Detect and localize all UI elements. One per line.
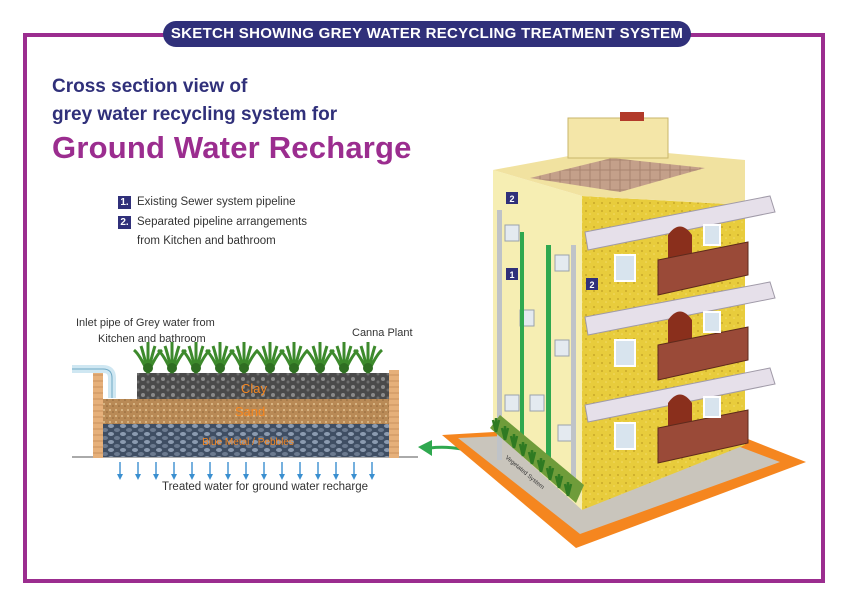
clay-layer <box>137 373 389 399</box>
eave-1 <box>584 195 776 251</box>
pipe-green-2 <box>520 232 524 452</box>
legend-item-2: 2. Separated pipeline arrangements <box>118 216 307 229</box>
roof-tiles <box>530 158 705 192</box>
legend-badge-1: 1. <box>118 196 131 209</box>
recharge-arrow-head <box>333 474 339 480</box>
pipe-badge-2-top-text: 2 <box>509 194 514 204</box>
pipe-badge-2-top <box>506 192 518 204</box>
bed-plant <box>554 474 564 489</box>
side-window <box>504 224 520 242</box>
window <box>703 311 721 333</box>
recharge-arrow-head <box>207 474 213 480</box>
side-window <box>529 394 545 412</box>
pipe-grey-2 <box>571 245 576 485</box>
left-windows <box>504 224 573 442</box>
window <box>703 396 721 418</box>
recharge-arrow-head <box>297 474 303 480</box>
pipe-badge-1 <box>506 268 518 280</box>
recharge-arrow-head <box>315 474 321 480</box>
recharge-arrow-head <box>261 474 267 480</box>
recharge-arrow-head <box>171 474 177 480</box>
inlet-pipe-outline <box>72 368 113 398</box>
inlet-pipe <box>72 365 116 398</box>
canna-base <box>167 363 177 373</box>
canna-base <box>363 363 373 373</box>
canna-base <box>191 363 201 373</box>
recharge-arrow-head <box>243 474 249 480</box>
canna-base <box>265 363 275 373</box>
legend-text-2: Separated pipeline arrangements <box>137 216 308 228</box>
pipe-badge-2-right <box>586 278 598 290</box>
heading-line2: grey water recycling system for <box>52 104 338 125</box>
left-wall <box>93 370 103 458</box>
layer-label-sand: Sand <box>235 404 265 419</box>
side-window <box>504 394 520 412</box>
cross-section: Clay Sand Blue Metal / Pebbles Inlet pip… <box>72 317 418 493</box>
pipe-badge-1-text: 1 <box>509 270 514 280</box>
recharge-arrow-head <box>153 474 159 480</box>
window <box>614 339 636 367</box>
canna-base <box>215 363 225 373</box>
pipe-green <box>546 245 551 467</box>
bed-plant <box>518 442 528 457</box>
plant-label: Canna Plant <box>352 327 413 339</box>
bed-plants <box>491 418 573 497</box>
canna-base <box>289 363 299 373</box>
sand-layer <box>103 399 389 424</box>
legend-item-1: 1. Existing Sewer system pipeline <box>118 196 296 209</box>
legend-text-1: Existing Sewer system pipeline <box>137 196 296 208</box>
recharge-arrow-head <box>117 474 123 480</box>
heading-main: Ground Water Recharge <box>52 130 412 165</box>
right-wall <box>389 370 399 458</box>
treated-water-label: Treated water for ground water recharge <box>162 481 368 493</box>
balcony-railing <box>657 241 749 296</box>
recharge-arrow-head <box>189 474 195 480</box>
bed-plant <box>509 434 519 449</box>
pipe-badge-2-right-text: 2 <box>589 280 594 290</box>
legend-badge-2: 2. <box>118 216 131 229</box>
pebble-layer <box>103 424 389 457</box>
flow-arrow-head <box>418 440 432 456</box>
pipe-grey-1 <box>497 210 502 460</box>
recharge-arrows <box>117 462 375 480</box>
recharge-arrow-head <box>369 474 375 480</box>
tank-lid <box>620 112 644 121</box>
building: 2 1 2 Vegetated System <box>442 112 806 548</box>
side-window <box>554 339 570 357</box>
floors <box>614 224 749 464</box>
canna-base <box>339 363 349 373</box>
window <box>614 254 636 282</box>
recharge-arrow-head <box>135 474 141 480</box>
bed-plant <box>491 418 501 433</box>
canna-base <box>143 363 153 373</box>
window <box>614 422 636 450</box>
recharge-arrow-head <box>279 474 285 480</box>
recharge-arrow-head <box>351 474 357 480</box>
water-tank <box>567 117 669 159</box>
canna-base <box>315 363 325 373</box>
canna-base <box>239 363 249 373</box>
heading-line1: Cross section view of <box>52 76 248 97</box>
inlet-label-1: Inlet pipe of Grey water from <box>76 317 215 329</box>
side-window <box>557 424 573 442</box>
canna-plants <box>132 342 384 374</box>
bed-plant <box>536 458 546 473</box>
layer-label-clay: Clay <box>241 381 268 396</box>
bed-plant <box>527 450 537 465</box>
legend-item-2-cont: from Kitchen and bathroom <box>137 235 276 247</box>
banner-title: SKETCH SHOWING GREY WATER RECYCLING TREA… <box>163 21 691 47</box>
eave-2 <box>584 281 776 336</box>
recharge-arrow-head <box>225 474 231 480</box>
window <box>703 224 721 246</box>
layer-label-pebbles: Blue Metal / Pebbles <box>202 437 294 448</box>
bed-plant <box>545 466 555 481</box>
inlet-label-2: Kitchen and bathroom <box>98 333 206 345</box>
bed-plant <box>500 426 510 441</box>
side-window <box>554 254 570 272</box>
bed-plant <box>563 482 573 497</box>
